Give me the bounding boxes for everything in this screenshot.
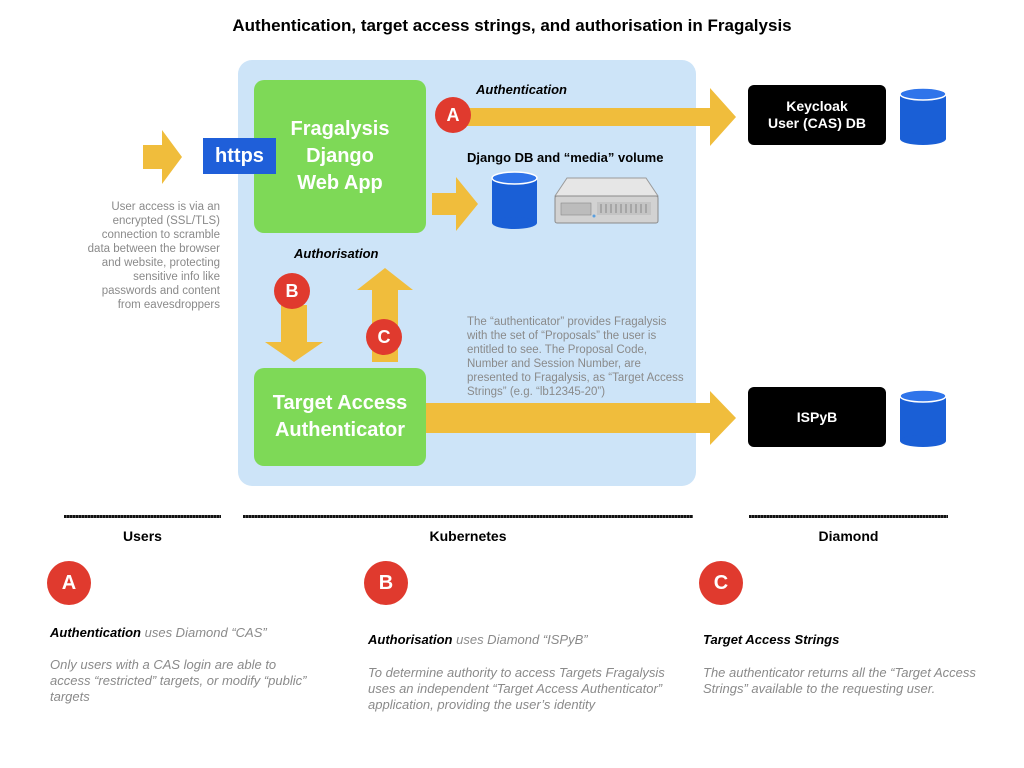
authorisation-label: Authorisation [294,246,379,261]
access-strings-up-arrow [357,268,413,362]
legend-b-title: Authorisation uses Diamond “ISPyB” [368,632,668,647]
legend-a-title: Authentication uses Diamond “CAS” [50,625,340,640]
cylinder-icon [899,389,947,447]
legend-c-body: The authenticator returns all the “Targe… [703,665,976,696]
section-kubernetes: Kubernetes [429,528,507,544]
kubernetes-divider [243,515,693,518]
legend-b-title-bold: Authorisation [368,632,453,647]
users-divider [64,515,221,518]
authentication-label: Authentication [476,82,567,97]
keycloak-box: Keycloak User (CAS) DB [748,85,886,145]
legend-b-body: To determine authority to access Targets… [368,665,665,712]
step-c-badge: C [366,319,402,355]
cylinder-icon [899,87,947,145]
django-db-arrow [432,177,478,231]
ispyb-arrow [424,391,736,445]
server-icon [554,177,659,224]
step-b-badge: B [274,273,310,309]
user-access-note: User access is via an encrypted (SSL/TLS… [87,201,220,311]
legend-c-title-bold: Target Access Strings [703,632,840,647]
ispyb-box: ISPyB [748,387,886,447]
section-users: Users [123,528,162,544]
target-access-authenticator-box: Target Access Authenticator [254,368,426,466]
step-a-badge: A [435,97,471,133]
section-diamond: Diamond [818,528,879,544]
authentication-arrow [440,88,736,146]
fragalysis-web-app-box: Fragalysis Django Web App [254,80,426,233]
https-badge: https [203,138,276,174]
django-db-label: Django DB and “media” volume [467,150,664,165]
diamond-divider [749,515,948,518]
legend-a-title-bold: Authentication [50,625,141,640]
legend-c-badge: C [699,561,743,605]
authenticator-note: The “authenticator” provides Fragalysis … [467,316,684,398]
page-title: Authentication, target access strings, a… [232,16,792,35]
authorisation-down-arrow [265,305,323,362]
user-access-arrow [143,130,182,184]
legend-a-title-rest: uses Diamond “CAS” [141,625,267,640]
legend-b-badge: B [364,561,408,605]
legend-a-badge: A [47,561,91,605]
legend-a-body: Only users with a CAS login are able to … [50,657,307,704]
legend-b-title-rest: uses Diamond “ISPyB” [452,632,588,647]
legend-c-title: Target Access Strings [703,632,983,647]
cylinder-icon [491,171,538,229]
